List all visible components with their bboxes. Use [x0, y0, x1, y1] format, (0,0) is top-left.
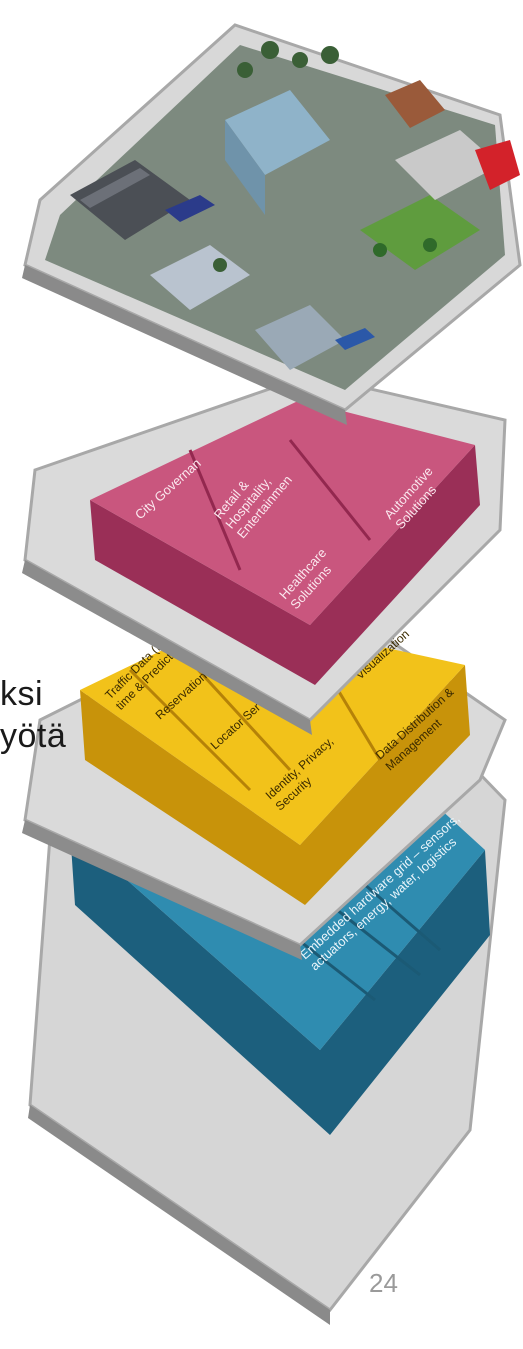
truck: [165, 195, 215, 222]
services-block-top: [80, 615, 465, 845]
text-fragment-2: yötä: [0, 717, 67, 755]
page-number: 24: [369, 1268, 398, 1298]
office-tower: [225, 90, 330, 175]
solutions-divider-2: [288, 439, 372, 541]
tree-3: [321, 46, 339, 64]
tree-4: [237, 62, 253, 78]
tree-2: [292, 52, 308, 68]
warehouse-building: [70, 160, 190, 240]
house-building: [385, 80, 445, 128]
construction-area: [255, 305, 345, 370]
tree-7: [213, 258, 227, 272]
solutions-block-top: [90, 400, 475, 625]
services-divider-1: [128, 668, 252, 792]
platform-plate-shadow: [28, 1105, 330, 1325]
office-tower-front: [225, 120, 265, 215]
city-layer: [22, 23, 522, 425]
market-area: [395, 130, 500, 200]
city-ground: [45, 45, 505, 390]
tree-1: [261, 41, 279, 59]
solutions-divider-1: [188, 449, 242, 571]
tree-6: [423, 238, 437, 252]
services-block-side: [80, 665, 470, 905]
text-fragment-1: ksi: [0, 675, 44, 713]
platform-block-side: [70, 830, 490, 1135]
warehouse-roof-strip: [80, 168, 150, 208]
bus: [335, 328, 375, 350]
solutions-block-side: [90, 445, 480, 685]
solutions-plate-shadow: [22, 560, 312, 735]
solutions-layer: City Governan Retail &Hospitality,Entert…: [22, 373, 507, 735]
city-plate-shadow: [22, 265, 347, 425]
services-plate-shadow: [22, 820, 302, 960]
tree-5: [373, 243, 387, 257]
red-building: [475, 140, 520, 190]
park-area: [360, 195, 480, 270]
